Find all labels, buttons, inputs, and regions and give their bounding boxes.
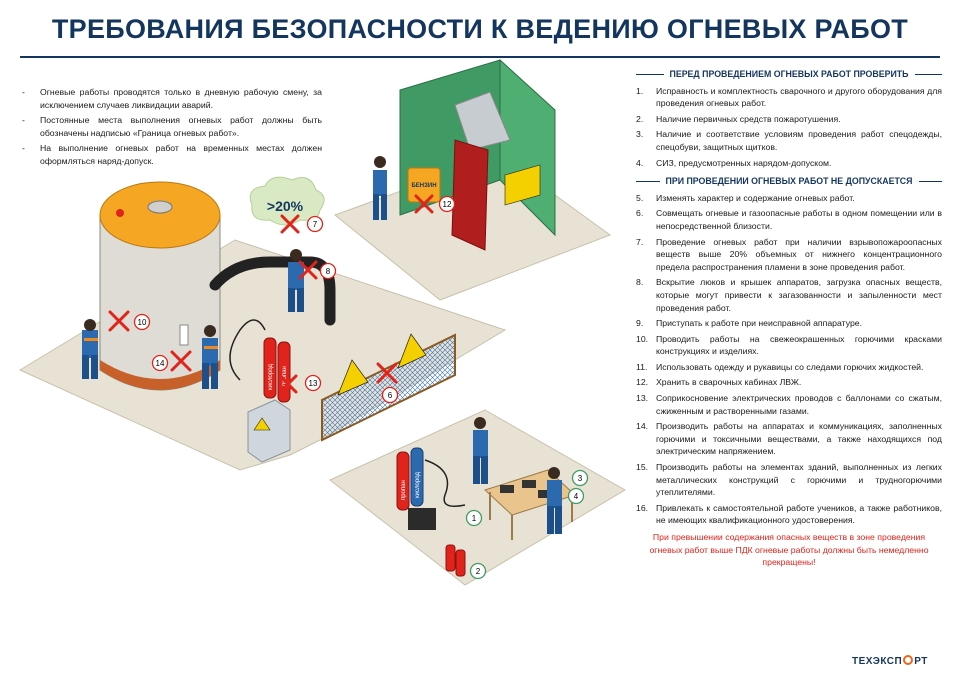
list-item: 8.Вскрытие люков и крышек аппаратов, заг… [636,277,942,313]
svg-text:13: 13 [309,379,318,388]
svg-text:4: 4 [574,492,579,501]
welding-sign-icon [504,164,541,206]
list-item: 6.Совмещать огневые и газоопасные работы… [636,208,942,231]
svg-text:кислород: кислород [268,364,274,390]
marker-10: 10 [133,313,151,331]
worker [82,319,98,379]
marker-12: 12 [438,195,456,213]
worker [473,417,488,484]
svg-text:кислород: кислород [415,472,421,498]
svg-text:10: 10 [138,318,147,327]
oxygen-cylinder: кислород [263,337,277,399]
page-title: ТРЕБОВАНИЯ БЕЗОПАСНОСТИ К ВЕДЕНИЮ ОГНЕВЫ… [51,14,909,44]
svg-text:3: 3 [578,474,583,483]
list-item: 1.Исправность и комплектность сварочного… [636,85,942,109]
high-voltage-icon [253,417,271,431]
electric-box [247,399,291,463]
alarm-icon [116,209,124,217]
prohibit-x-icon [414,194,434,214]
list-item: 5.Изменять характер и содержание огневых… [636,192,855,203]
gasoline-canister: БЕНЗИН [407,167,441,203]
prohibit-x-icon [278,374,298,394]
gas-percent-label: >20% [267,198,304,214]
forbid-list: 5.Изменять характер и содержание огневых… [636,192,942,527]
marker-6: 6 [381,386,399,404]
fire-extinguisher-icon [445,544,466,577]
prohibit-x-icon [170,350,192,372]
oxygen-cylinder: кислород [410,447,424,507]
list-item: 7.Проведение огневых работ при наличии в… [636,236,942,272]
list-item: 12.Хранить в сварочных кабинах ЛВЖ. [636,377,802,388]
welding-machine [408,508,436,530]
svg-text:6: 6 [388,391,393,400]
logo-o-icon [903,655,914,665]
intro-list: Огневые работы проводятся только в дневн… [20,86,322,170]
warning-sign-icon [337,359,369,396]
list-item: 11.Использовать одежду и рукавицы со сле… [636,361,924,372]
gas-cloud: >20% [249,176,325,226]
marker-13: 13 [304,374,322,392]
check-section-title: ПЕРЕД ПРОВЕДЕНИЕМ ОГНЕВЫХ РАБОТ ПРОВЕРИТ… [636,68,942,81]
check-list: 1.Исправность и комплектность сварочного… [636,85,942,170]
prohibit-x-icon [108,310,130,332]
intro-item: Огневые работы проводятся только в дневн… [20,86,322,112]
svg-text:8: 8 [326,267,331,276]
marker-8: 8 [319,262,337,280]
marker-3: 3 [571,469,589,487]
list-item: 2.Наличие первичных средств пожаротушени… [636,113,841,124]
intro-item: Постоянные места выполнения огневых рабо… [20,114,322,140]
tank [99,181,221,391]
svg-text:БЕНЗИН: БЕНЗИН [411,183,436,189]
marker-7: 7 [306,215,324,233]
list-item: 3.Наличие и соответствие условиям провед… [636,129,942,152]
intro-item: На выполнение огневых работ на временных… [20,142,322,168]
hose [424,459,466,507]
hatch-icon [147,200,173,214]
forbid-section-title: ПРИ ПРОВЕДЕНИИ ОГНЕВЫХ РАБОТ НЕ ДОПУСКАЕ… [636,175,942,188]
worker [373,156,387,220]
list-item: 16.Привлекать к самостоятельной работе у… [636,502,942,526]
list-item: 10.Проводить работы на свежеокрашенных г… [636,333,942,357]
pipe [209,256,336,326]
list-item: 15.Производить работы на элементах здани… [636,462,942,498]
worker [288,249,304,312]
requirements-column: ПЕРЕД ПРОВЕДЕНИЕМ ОГНЕВЫХ РАБОТ ПРОВЕРИТ… [636,66,942,569]
svg-text:14: 14 [156,359,165,368]
propane-cylinder: пропан [396,451,410,511]
svg-text:пропан: пропан [401,480,407,500]
list-item: 9.Приступать к работе при неисправной ап… [636,318,863,329]
marker-2: 2 [469,562,487,580]
marker-4: 4 [567,487,585,505]
prohibit-x-icon [376,362,398,384]
list-item: 14.Производить работы на аппаратах и ком… [636,421,942,457]
svg-text:2: 2 [476,567,481,576]
marker-1: 1 [465,509,483,527]
svg-text:7: 7 [313,220,318,229]
warning-text: При превышении содержания опасных вещест… [649,532,929,568]
worker [547,467,562,534]
svg-text:1: 1 [472,514,477,523]
worker [202,325,218,389]
list-item: 4.СИЗ, предусмотренных нарядом-допуском. [636,157,832,168]
prohibition-marks [108,194,434,394]
prohibit-x-icon [280,214,300,234]
prohibit-x-icon [298,260,318,280]
warning-sign-icon [397,333,427,369]
hose [229,319,266,381]
svg-text:12: 12 [443,200,452,209]
title-divider [20,56,940,58]
list-item: 13.Соприкосновение электрических проводо… [636,393,942,416]
svg-text:пропан: пропан [282,366,288,386]
marker-14: 14 [151,354,169,372]
